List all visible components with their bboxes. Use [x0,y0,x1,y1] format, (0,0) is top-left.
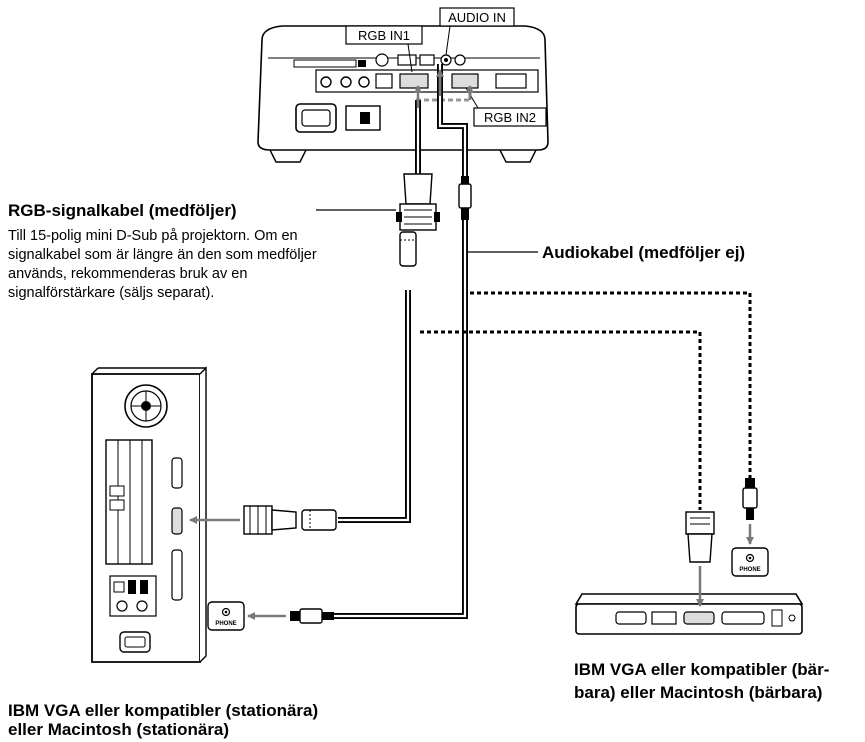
laptop-rgb-dotted-cable [420,330,702,510]
phone-jack-desktop: PHONE [207,601,245,631]
rgb-in1-text: RGB IN1 [358,28,410,43]
desktop-computer [91,366,207,663]
audio-plug-desktop [290,608,334,624]
laptop-caption-line2: bara) eller Macintosh (bärbara) [574,683,823,702]
audio-plug-top [458,176,472,220]
ferrite-core-desktop [301,509,337,531]
phone-jack-laptop: PHONE [731,547,769,577]
phone-label-desktop: PHONE [215,621,236,627]
desktop-caption-line2: eller Macintosh (stationära) [8,720,230,739]
desktop-caption-line1: IBM VGA eller kompatibler (stationära) [8,701,319,720]
vga-connector-desktop [243,505,297,535]
audio-cable [334,64,468,619]
projector [257,25,549,163]
vga-connector-top [396,173,440,231]
ferrite-core-top [399,231,417,267]
rgb-in1-label [345,25,423,73]
audio-cable-title: Audiokabel (medföljer ej) [542,243,746,262]
rgb-in2-label [465,87,547,127]
audio-plug-laptop [742,478,758,520]
rgb-cable-title: RGB-signalkabel (medföljer) [8,201,237,220]
rgb-in2-text: RGB IN2 [484,110,536,125]
audio-in-text: AUDIO IN [448,10,506,25]
laptop-audio-dotted-cable [470,291,752,480]
laptop-caption-line1: IBM VGA eller kompatibler (bär- [574,660,830,679]
phone-label-laptop: PHONE [739,567,760,573]
audio-in-label [439,7,515,56]
vga-connector-laptop [685,511,715,563]
laptop-computer [574,593,804,635]
rgb-signal-cable [338,100,421,523]
rgb-cable-note: Till 15-polig mini D-Sub på projektorn. … [8,228,317,301]
